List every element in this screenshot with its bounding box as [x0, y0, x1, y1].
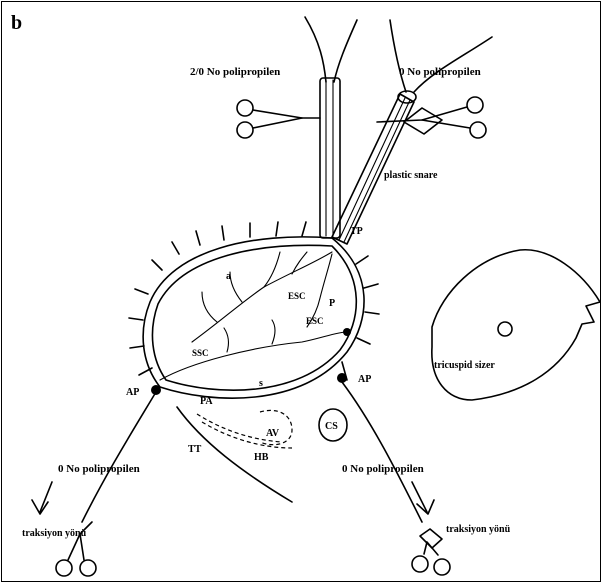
label-suture-bottom-right: 0 No polipropilen	[342, 463, 424, 475]
label-leaflet-a: a	[226, 271, 231, 282]
tricuspid-sizer-icon	[432, 250, 600, 400]
label-chord-1: ESC	[288, 291, 306, 301]
label-hb: HB	[254, 452, 269, 463]
label-tp: TP	[350, 226, 363, 237]
bottom-right-clamp-icon	[412, 529, 450, 575]
label-suture-top-left: 2/0 No polipropilen	[190, 66, 280, 78]
label-tricuspid-sizer: tricuspid sizer	[434, 360, 495, 371]
tricuspid-annulus	[143, 237, 364, 398]
label-av: AV	[266, 428, 280, 439]
label-suture-bottom-left: 0 No polipropilen	[58, 463, 140, 475]
annulus-stitches	[129, 222, 379, 375]
label-ap-right: AP	[358, 374, 371, 385]
label-chord-3: SSC	[192, 348, 209, 358]
label-pa: PA	[200, 396, 213, 407]
label-ap-left: AP	[126, 387, 139, 398]
label-leaflet-s: s	[259, 378, 263, 389]
label-cs: CS	[325, 421, 338, 432]
top-left-clamp-icon	[237, 100, 320, 138]
top-right-clamp-icon	[377, 97, 486, 138]
plastic-snare-tubes	[320, 78, 416, 244]
label-chord-2: ESC	[306, 316, 324, 326]
label-suture-top-right: 0 No polipropilen	[399, 66, 481, 78]
label-traction-left: traksiyon yönü	[22, 528, 87, 539]
label-plastic-snare: plastic snare	[384, 170, 438, 181]
bottom-sutures	[32, 382, 434, 522]
label-leaflet-p: P	[329, 298, 335, 309]
panel-letter: b	[11, 12, 22, 34]
label-traction-right: traksiyon yönü	[446, 524, 511, 535]
label-tt: TT	[188, 444, 202, 455]
